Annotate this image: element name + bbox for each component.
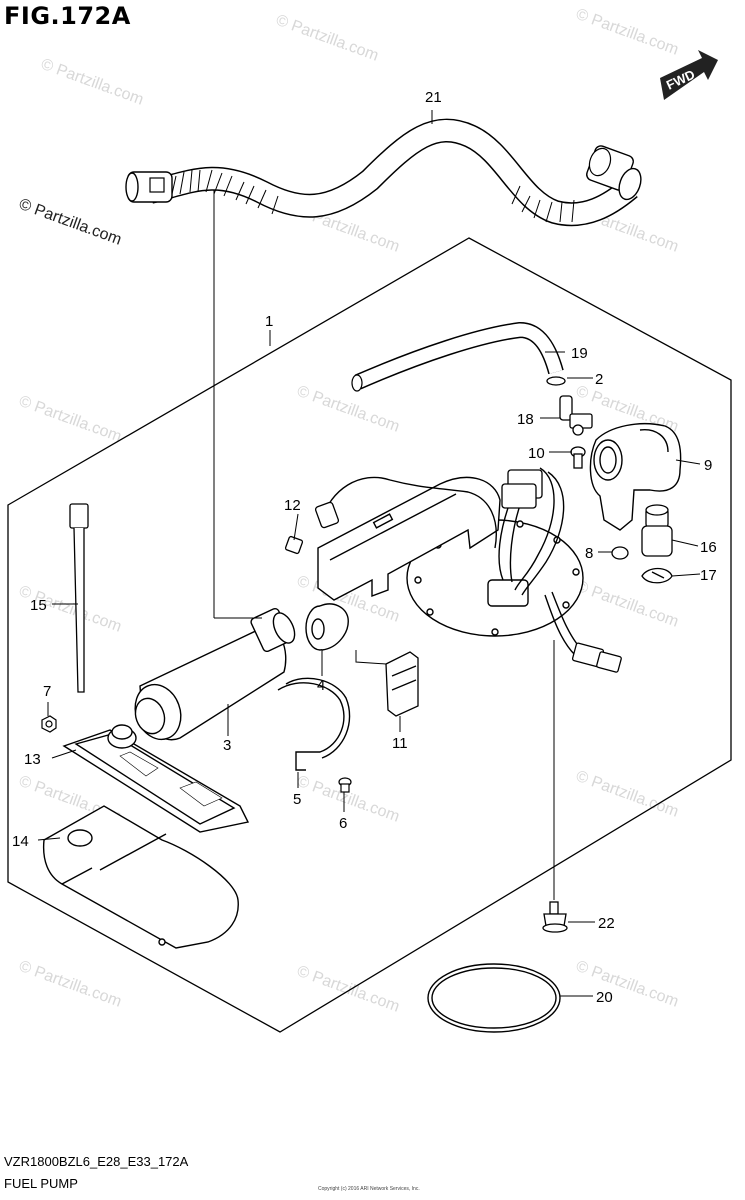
watermark: © Partzilla.com	[274, 12, 381, 65]
fuel-hose-19	[351, 321, 564, 392]
callout-7: 7	[43, 683, 51, 700]
regulator-holder	[589, 423, 682, 531]
watermark: © Partzilla.com	[574, 768, 681, 821]
callout-6: 6	[339, 815, 347, 832]
callout-3: 3	[223, 737, 231, 754]
o-ring	[611, 546, 629, 560]
callout-1: 1	[265, 313, 273, 330]
callout-15: 15	[30, 597, 47, 614]
watermark: © Partzilla.com	[17, 958, 124, 1011]
callout-22: 22	[598, 915, 615, 932]
callout-19: 19	[571, 345, 588, 362]
bracket-plate	[385, 651, 419, 717]
figure-code: VZR1800BZL6_E28_E33_172A	[4, 1154, 189, 1169]
watermark: © Partzilla.com	[574, 958, 681, 1011]
callout-10: 10	[528, 445, 545, 462]
callout-17: 17	[700, 567, 717, 584]
watermark: © Partzilla.com	[295, 383, 402, 436]
leader-lines	[37, 110, 701, 997]
callout-16: 16	[700, 539, 717, 556]
callout-5: 5	[293, 791, 301, 808]
cable-tie	[69, 503, 89, 693]
watermark: © Partzilla.com	[574, 6, 681, 59]
callout-9: 9	[704, 457, 712, 474]
gasket	[427, 963, 561, 1033]
strainer-cover	[42, 805, 239, 949]
retaining-clip	[641, 567, 673, 584]
callout-4: 4	[317, 677, 325, 694]
hose-joint-and-clip	[546, 376, 593, 436]
connector-clamp	[284, 535, 304, 555]
pressure-regulator	[641, 504, 673, 557]
screw-6	[338, 777, 352, 793]
wire-harness	[321, 467, 583, 656]
callout-2: 2	[595, 371, 603, 388]
fuel-pump-motor	[134, 607, 296, 741]
fuel-feed-hose	[125, 118, 642, 227]
watermark-dark: © Partzilla.com	[17, 196, 124, 249]
strainer	[62, 724, 250, 833]
filter	[305, 603, 349, 651]
figure-title: FIG.172A	[4, 2, 131, 30]
watermark: © Partzilla.com	[39, 56, 146, 109]
watermark: © Partzilla.com	[295, 963, 402, 1016]
callout-11: 11	[392, 735, 408, 752]
figure-name: FUEL PUMP	[4, 1176, 78, 1191]
callout-8: 8	[585, 545, 593, 562]
screw-10	[570, 446, 586, 469]
assembly-outline	[7, 237, 732, 1033]
callout-13: 13	[24, 751, 41, 768]
callout-18: 18	[517, 411, 534, 428]
harness-connectors	[314, 469, 622, 673]
bolt	[542, 901, 568, 933]
pump-bracket-frame	[317, 476, 501, 601]
fwd-label: FWD	[664, 67, 697, 93]
callout-20: 20	[596, 989, 613, 1006]
pump-bracket	[277, 677, 351, 771]
callout-12: 12	[284, 497, 301, 514]
nut	[41, 715, 57, 733]
callout-labels: 21 1 19 2 18 10 9 12 8 16 17 15 4 7 3 11…	[12, 89, 717, 1006]
copyright-note: Copyright (c) 2016 ARI Network Services,…	[318, 1186, 420, 1192]
callout-14: 14	[12, 833, 29, 850]
forward-direction-arrow: FWD	[660, 50, 718, 100]
callout-21: 21	[425, 89, 442, 106]
watermark: © Partzilla.com	[17, 393, 124, 446]
watermark: © Partzilla.com	[574, 578, 681, 631]
